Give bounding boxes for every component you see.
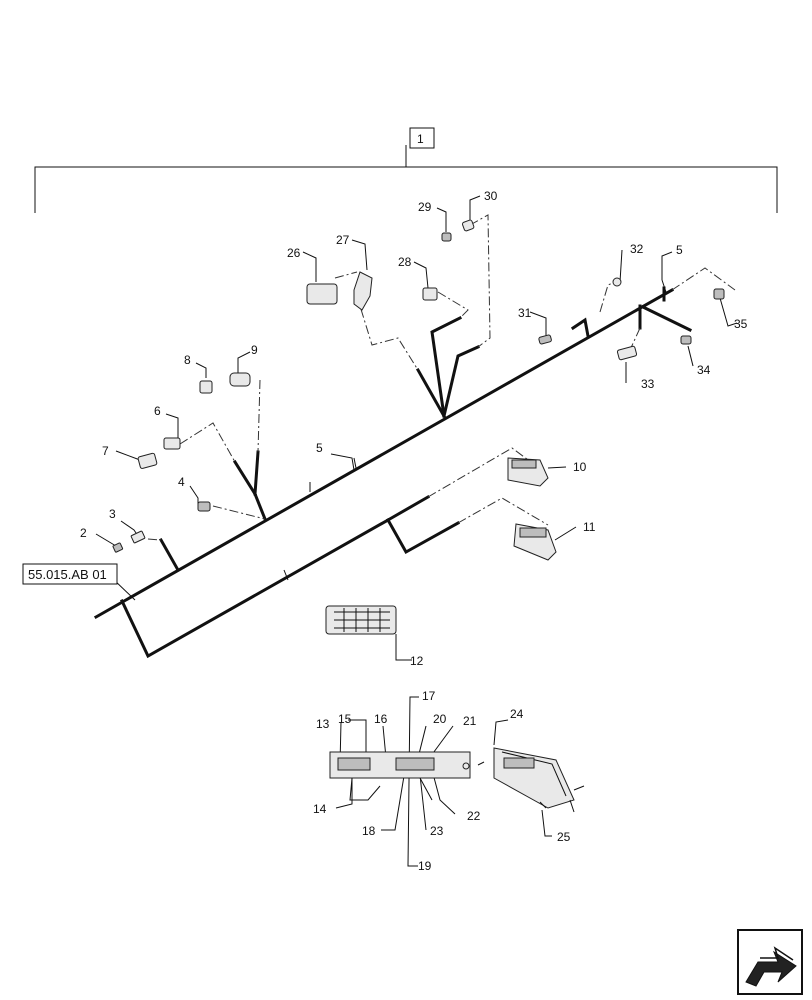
callout-24: 24 — [510, 707, 524, 721]
module-11 — [513, 523, 557, 561]
callout-5-upper: 5 — [676, 243, 683, 257]
callout-9: 9 — [251, 343, 258, 357]
callout-19: 19 — [418, 859, 432, 873]
callout-30: 30 — [484, 189, 498, 203]
connector-32 — [612, 277, 622, 287]
callout-7: 7 — [102, 444, 109, 458]
connector-9 — [229, 372, 251, 387]
callout-20: 20 — [433, 712, 447, 726]
callout-22: 22 — [467, 809, 481, 823]
callout-15: 15 — [338, 712, 352, 726]
callout-6: 6 — [154, 404, 161, 418]
callout-4: 4 — [178, 475, 185, 489]
assembly-bracket: 1 — [34, 127, 778, 213]
connector-34 — [680, 335, 692, 345]
callout-31: 31 — [518, 306, 532, 320]
callout-34: 34 — [697, 363, 711, 377]
callout-17: 17 — [422, 689, 436, 703]
connector-3 — [130, 530, 146, 544]
callout-13: 13 — [316, 717, 330, 731]
module-24 — [493, 747, 585, 813]
callout-35: 35 — [734, 317, 748, 331]
fuse-panel-12 — [325, 605, 397, 635]
connector-8 — [199, 380, 213, 394]
control-bracket-assembly — [329, 751, 471, 801]
reference-label: 55.015.AB 01 — [28, 567, 107, 582]
callout-10: 10 — [573, 460, 587, 474]
harness-trunks — [93, 286, 693, 659]
callout-26: 26 — [287, 246, 301, 260]
callout-5-lower: 5 — [316, 441, 323, 455]
callout-11: 11 — [583, 520, 596, 534]
connector-29 — [441, 232, 452, 242]
connector-27 — [353, 271, 373, 311]
connector-35 — [713, 288, 725, 300]
callout-23: 23 — [430, 824, 444, 838]
callout-33: 33 — [641, 377, 655, 391]
connector-30 — [461, 219, 475, 232]
connector-2 — [112, 542, 124, 553]
callout-2: 2 — [80, 526, 87, 540]
callout-28: 28 — [398, 255, 412, 269]
callout-assembly: 1 — [417, 132, 424, 146]
connector-28 — [422, 287, 438, 301]
callout-12: 12 — [410, 654, 424, 668]
callout-3: 3 — [109, 507, 116, 521]
connector-26 — [306, 283, 338, 305]
reference-box: 55.015.AB 01 — [22, 563, 118, 585]
connector-parts — [112, 219, 725, 581]
module-10 — [507, 457, 549, 487]
callout-21: 21 — [463, 714, 477, 728]
callout-14: 14 — [313, 802, 327, 816]
connector-6 — [163, 437, 181, 450]
callout-32: 32 — [630, 242, 644, 256]
callout-25: 25 — [557, 830, 571, 844]
callout-27: 27 — [336, 233, 350, 247]
next-page-arrow-icon[interactable] — [737, 929, 803, 995]
callout-18: 18 — [362, 824, 376, 838]
callout-29: 29 — [418, 200, 432, 214]
connector-31 — [538, 334, 552, 345]
screw-25 — [539, 801, 547, 809]
connector-4 — [197, 501, 211, 512]
connector-33 — [616, 345, 638, 361]
connector-7 — [137, 452, 158, 469]
callout-numbers: 2 3 4 5 5 6 7 8 9 10 11 12 13 14 15 16 1… — [80, 189, 748, 873]
screw-near-24 — [477, 761, 485, 766]
callout-8: 8 — [184, 353, 191, 367]
callout-16: 16 — [374, 712, 388, 726]
